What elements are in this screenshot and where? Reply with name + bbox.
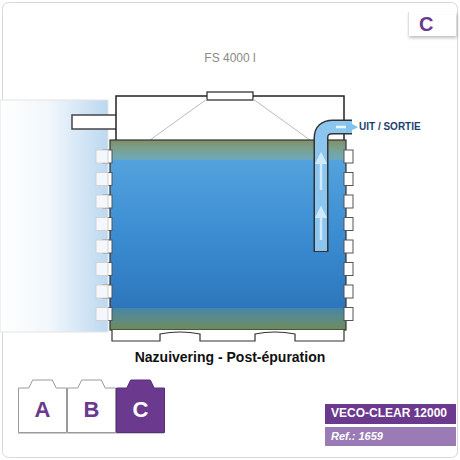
rib: [344, 308, 353, 321]
model-band-text: VECO-CLEAR 12000: [331, 407, 447, 420]
tank-tag: B: [67, 379, 116, 433]
tank-shape: [68, 380, 116, 433]
flow-arrow: [320, 212, 323, 240]
model-band: VECO-CLEAR 12000: [325, 404, 456, 424]
tank-wall: [110, 140, 346, 330]
ref-band: Ref.: 1659: [325, 427, 456, 446]
outlet-pipe-inner: [321, 127, 352, 251]
scum-layer: [110, 140, 346, 160]
tank-tag-text: C: [133, 398, 149, 422]
water: [110, 140, 346, 330]
rib: [344, 285, 353, 298]
rib: [96, 285, 108, 298]
previous-tank: [0, 100, 108, 332]
manhole: [207, 92, 253, 100]
rib: [96, 150, 108, 163]
rib: [96, 195, 108, 208]
tank-tag-text: A: [35, 398, 51, 422]
flow-arrow: [320, 158, 323, 190]
caption-label: Nazuivering - Post-épuration: [135, 350, 326, 365]
previous-tank-outline: [0, 100, 108, 332]
rib: [96, 263, 108, 276]
rib: [344, 150, 353, 163]
flow-arrow: [336, 126, 352, 129]
rib: [96, 240, 108, 253]
tank-volume: FS 4000 l: [204, 52, 255, 65]
ref-band-text: Ref.: 1659: [331, 430, 383, 442]
rib: [344, 195, 353, 208]
dome-line: [150, 99, 310, 140]
tank-top: [116, 96, 344, 142]
rib: [344, 240, 353, 253]
outlet-pipe: [321, 127, 352, 252]
tank-tag-text: B: [84, 398, 100, 422]
tank-feet: [112, 330, 344, 341]
outlet-label: UIT / SORTIE: [359, 121, 421, 132]
tank-tag: C: [116, 379, 165, 433]
page-tag: C: [408, 12, 456, 36]
tank-shape: [117, 380, 165, 433]
rib: [96, 173, 108, 186]
rib: [344, 263, 353, 276]
tank-shape: [19, 380, 67, 433]
page-tag-text: C: [419, 13, 433, 35]
sludge-layer: [110, 308, 346, 330]
rib: [344, 218, 353, 231]
rib: [96, 308, 108, 321]
rib: [96, 218, 108, 231]
rib: [344, 173, 353, 186]
tank-tag: A: [18, 379, 67, 433]
